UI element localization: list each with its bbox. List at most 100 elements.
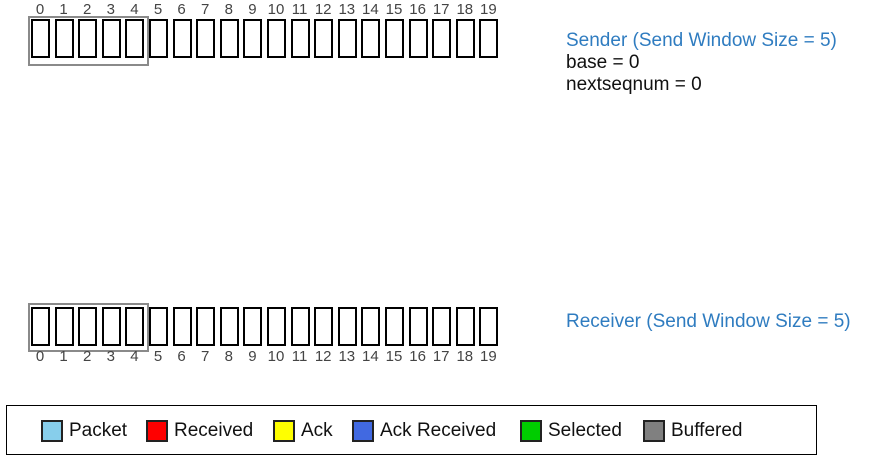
- sender-index-3: 3: [106, 1, 115, 18]
- receiver-packet-13[interactable]: [337, 307, 357, 346]
- sender-index-8: 8: [224, 1, 233, 18]
- legend-item-received: Received: [146, 420, 253, 442]
- receiver-index-12: 12: [314, 348, 332, 365]
- legend: Packet Received Ack Ack Received Selected Buf…: [6, 405, 817, 455]
- sender-index-6: 6: [177, 1, 186, 18]
- receiver-packet-17[interactable]: [432, 307, 452, 346]
- receiver-index-11: 11: [291, 348, 308, 365]
- receiver-packet-12[interactable]: [314, 307, 334, 346]
- sender-packet-1[interactable]: [54, 19, 74, 58]
- sender-index-7: 7: [201, 1, 210, 18]
- sender-packet-9[interactable]: [243, 19, 263, 58]
- sender-index-19: 19: [480, 1, 497, 18]
- sender-packet-17[interactable]: [432, 19, 452, 58]
- legend-label: Received: [174, 420, 254, 441]
- receiver-packet-0[interactable]: [31, 307, 50, 346]
- sender-nextseqnum: nextseqnum = 0: [566, 74, 702, 95]
- receiver-packet-18[interactable]: [455, 307, 475, 346]
- sender-packet-18[interactable]: [455, 19, 475, 58]
- receiver-index-7: 7: [201, 348, 210, 365]
- receiver-packet-11[interactable]: [290, 307, 310, 346]
- receiver-index-10: 10: [267, 348, 285, 365]
- sender-index-14: 14: [362, 1, 379, 18]
- sender-index-18: 18: [456, 1, 474, 18]
- legend-item-buffered: Buffered: [643, 420, 742, 442]
- sender-packet-15[interactable]: [385, 19, 404, 58]
- receiver-packet-9[interactable]: [243, 307, 263, 346]
- legend-swatch: [520, 420, 542, 442]
- sender-packet-7[interactable]: [196, 19, 216, 58]
- sender-packet-11[interactable]: [290, 19, 310, 58]
- sender-index-2: 2: [83, 1, 92, 18]
- receiver-packet-5[interactable]: [149, 307, 168, 346]
- legend-swatch: [643, 420, 665, 442]
- sender-info: Sender (Send Window Size = 5) base = 0 n…: [566, 30, 837, 96]
- sender-index-15: 15: [385, 1, 403, 18]
- sender-index-9: 9: [248, 1, 257, 18]
- receiver-packet-row: [0, 307, 520, 347]
- sender-packet-0[interactable]: [31, 19, 50, 58]
- sender-packet-row: [0, 19, 520, 59]
- sender-packet-2[interactable]: [78, 19, 98, 58]
- legend-swatch: [352, 420, 374, 442]
- receiver-packet-16[interactable]: [408, 307, 428, 346]
- sender-packet-14[interactable]: [361, 19, 381, 58]
- sender-packet-16[interactable]: [408, 19, 428, 58]
- legend-item-packet: Packet: [41, 420, 127, 442]
- receiver-packet-3[interactable]: [101, 307, 121, 346]
- legend-label: Selected: [548, 420, 622, 441]
- sender-packet-13[interactable]: [337, 19, 357, 58]
- receiver-packet-2[interactable]: [78, 307, 98, 346]
- receiver-packet-6[interactable]: [172, 307, 192, 346]
- sender-base: base = 0: [566, 52, 640, 73]
- receiver-index-9: 9: [248, 348, 257, 365]
- receiver-packet-15[interactable]: [385, 307, 404, 346]
- receiver-packet-1[interactable]: [54, 307, 74, 346]
- legend-swatch: [41, 420, 63, 442]
- legend-item-ack-received: Ack Received: [352, 420, 496, 442]
- receiver-packet-4[interactable]: [125, 307, 145, 346]
- receiver-packet-14[interactable]: [361, 307, 381, 346]
- sender-packet-5[interactable]: [149, 19, 168, 58]
- receiver-title: Receiver (Send Window Size = 5): [566, 311, 851, 332]
- receiver-index-4: 4: [130, 348, 139, 365]
- receiver-packet-19[interactable]: [479, 307, 499, 346]
- sender-index-0: 0: [35, 1, 45, 18]
- sender-index-11: 11: [291, 1, 308, 18]
- sender-packet-19[interactable]: [479, 19, 499, 58]
- legend-label: Buffered: [671, 420, 743, 441]
- receiver-packet-10[interactable]: [267, 307, 286, 346]
- sender-packet-3[interactable]: [101, 19, 121, 58]
- sender-index-4: 4: [130, 1, 139, 18]
- sender-packet-4[interactable]: [125, 19, 145, 58]
- legend-item-selected: Selected: [520, 420, 622, 442]
- receiver-index-8: 8: [224, 348, 233, 365]
- legend-swatch: [146, 420, 168, 442]
- legend-swatch: [273, 420, 295, 442]
- receiver-index-13: 13: [338, 348, 356, 365]
- sender-packet-6[interactable]: [172, 19, 192, 58]
- legend-item-ack: Ack: [273, 420, 333, 442]
- receiver-index-16: 16: [409, 348, 426, 365]
- receiver-index-14: 14: [362, 348, 379, 365]
- sender-index-12: 12: [314, 1, 332, 18]
- receiver-index-5: 5: [153, 348, 163, 365]
- sender-packet-8[interactable]: [219, 19, 239, 58]
- sender-packet-12[interactable]: [314, 19, 334, 58]
- receiver-packet-7[interactable]: [196, 307, 216, 346]
- sender-index-16: 16: [409, 1, 426, 18]
- receiver-index-0: 0: [35, 348, 45, 365]
- receiver-index-18: 18: [456, 348, 474, 365]
- sender-title: Sender (Send Window Size = 5): [566, 30, 837, 51]
- receiver-index-2: 2: [83, 348, 92, 365]
- legend-label: Ack: [301, 420, 333, 441]
- legend-label: Packet: [69, 420, 128, 441]
- sender-index-17: 17: [432, 1, 450, 18]
- receiver-packet-8[interactable]: [219, 307, 239, 346]
- receiver-index-6: 6: [177, 348, 186, 365]
- sender-packet-10[interactable]: [267, 19, 286, 58]
- sender-index-10: 10: [267, 1, 285, 18]
- receiver-index-15: 15: [385, 348, 403, 365]
